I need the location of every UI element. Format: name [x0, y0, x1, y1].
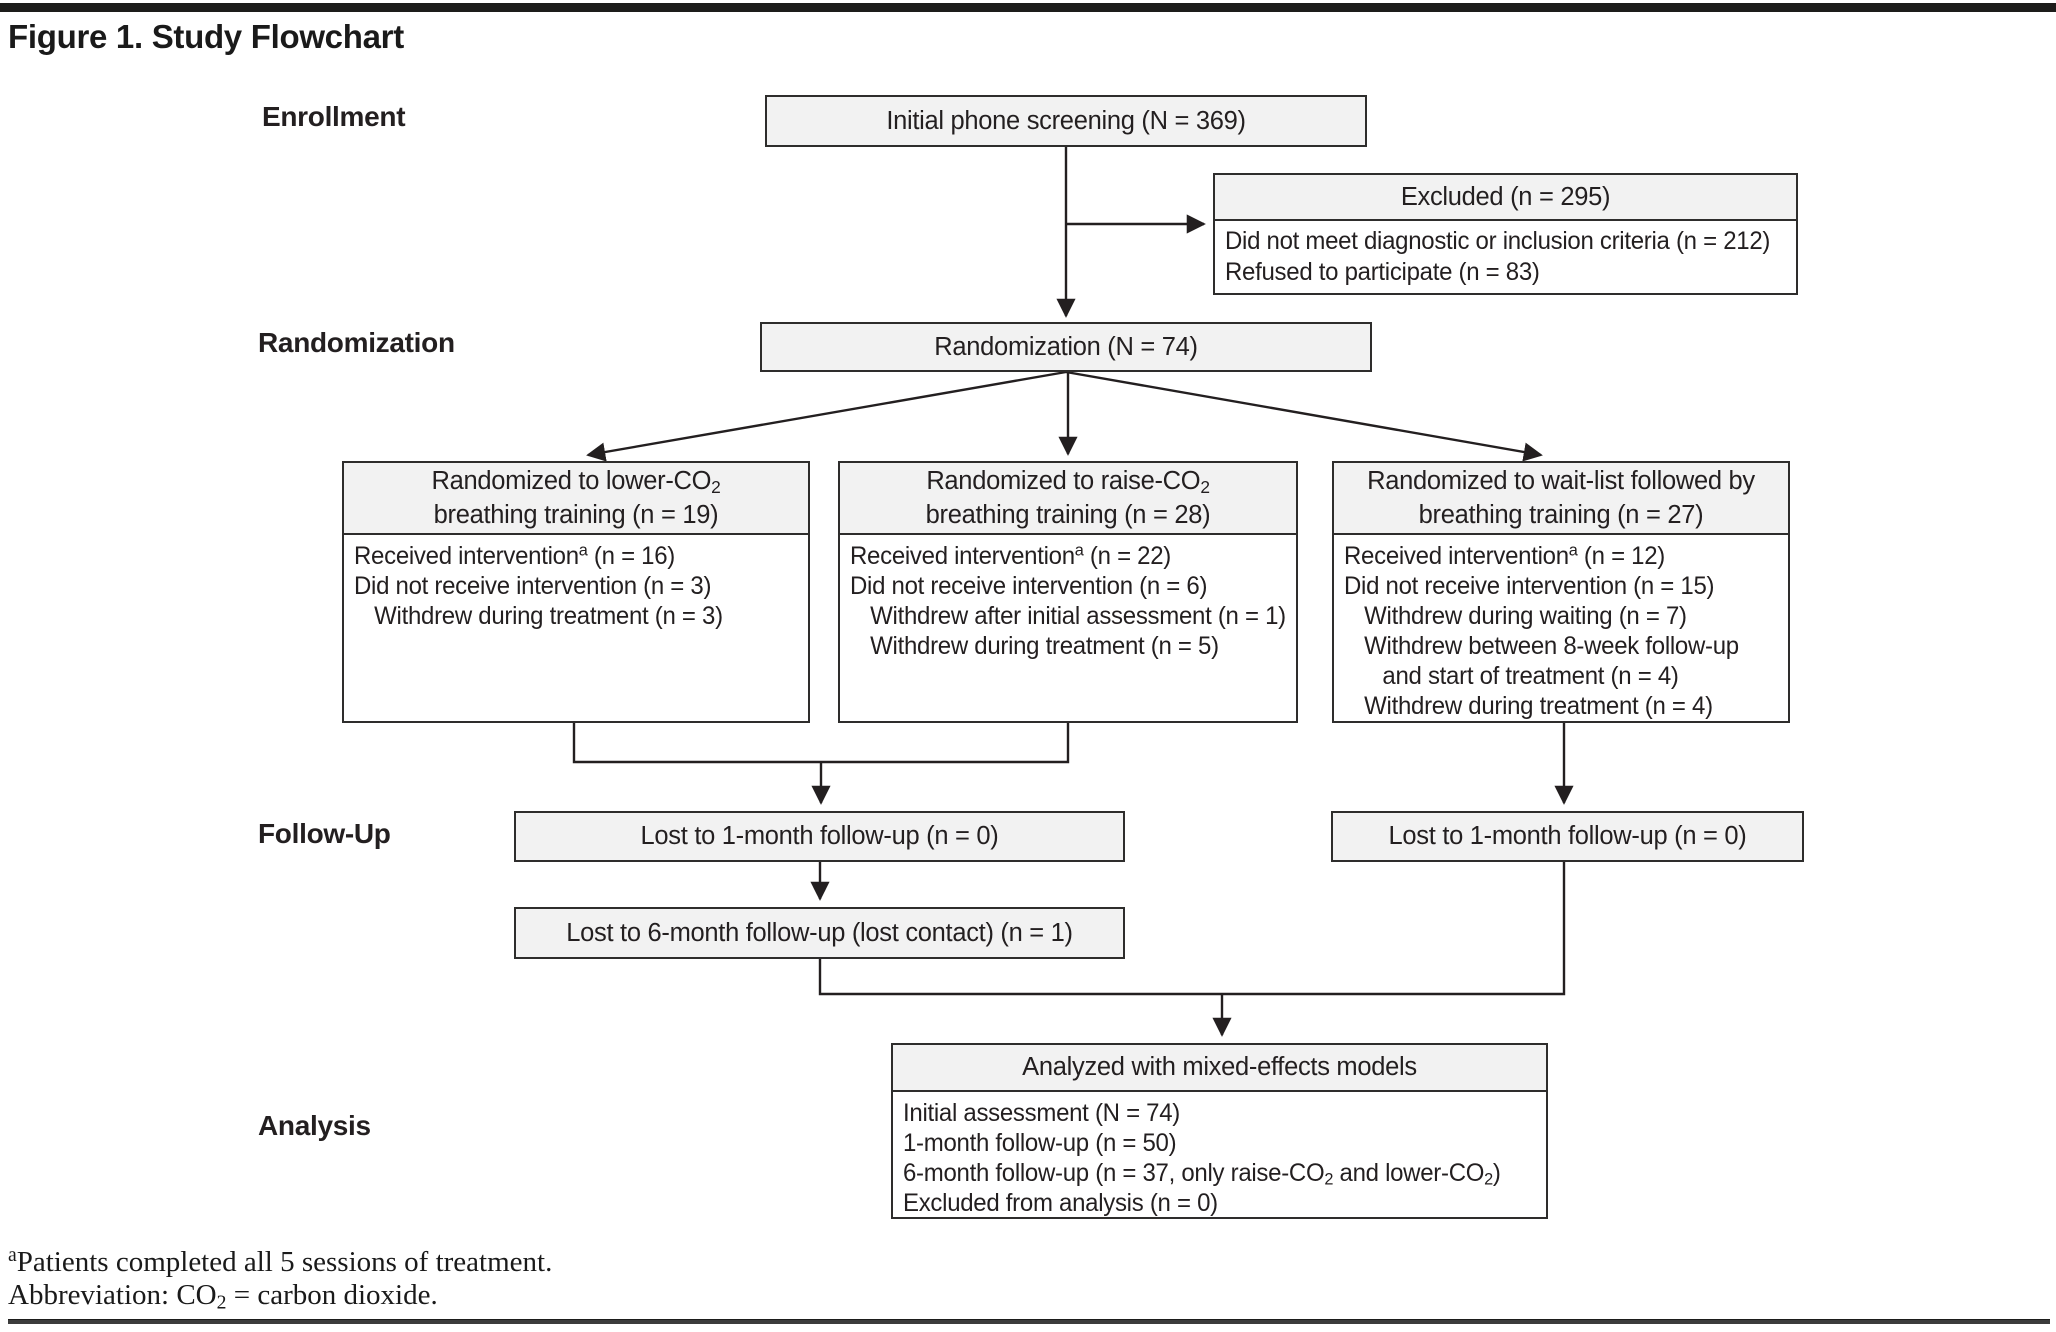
box-lost-1month-left: Lost to 1-month follow-up (n = 0): [514, 811, 1125, 862]
stage-label-analysis: Analysis: [258, 1110, 371, 1141]
detail-line: Did not receive intervention (n = 15): [1344, 571, 1715, 600]
box-title-line: breathing training (n = 28): [925, 500, 1211, 529]
box-lost-6month: Lost to 6-month follow-up (lost contact)…: [514, 907, 1125, 959]
bottom-rule: [8, 1319, 2050, 1324]
box-title-line: Randomized to raise-CO2: [926, 466, 1210, 497]
detail-line: Withdrew after initial assessment (n = 1…: [870, 601, 1286, 630]
detail-line: Excluded from analysis (n = 0): [903, 1188, 1218, 1217]
detail-line: Withdrew during treatment (n = 3): [374, 601, 723, 630]
box-title: Randomization (N = 74): [934, 332, 1198, 361]
detail-line: 1-month follow-up (n = 50): [903, 1128, 1177, 1157]
box-lost-1month-right: Lost to 1-month follow-up (n = 0): [1331, 811, 1804, 862]
detail-line: Initial assessment (N = 74): [903, 1098, 1181, 1127]
box-title: Analyzed with mixed-effects models: [1022, 1053, 1417, 1082]
footnote-sessions: aPatients completed all 5 sessions of tr…: [8, 1244, 553, 1278]
detail-line: 6-month follow-up (n = 37, only raise-CO…: [903, 1158, 1501, 1189]
footnote-abbreviation: Abbreviation: CO2 = carbon dioxide.: [8, 1279, 438, 1314]
detail-line: Withdrew between 8-week follow-up: [1364, 631, 1739, 660]
box-excluded-body: Did not meet diagnostic or inclusion cri…: [1215, 221, 1796, 288]
detail-line: Refused to participate (n = 83): [1225, 257, 1540, 286]
detail-line: Did not receive intervention (n = 3): [354, 571, 712, 600]
stage-label-enrollment: Enrollment: [262, 101, 406, 132]
detail-line: and start of treatment (n = 4): [1382, 661, 1679, 690]
box-title: Initial phone screening (N = 369): [886, 106, 1246, 135]
box-title: Excluded (n = 295): [1400, 182, 1611, 211]
detail-line: Received interventiona (n = 16): [354, 540, 676, 570]
detail-line: Did not meet diagnostic or inclusion cri…: [1225, 226, 1771, 255]
box-title-line: breathing training (n = 19): [433, 500, 719, 529]
detail-line: Did not receive intervention (n = 6): [850, 571, 1208, 600]
detail-line: Received interventiona (n = 12): [1344, 540, 1666, 570]
detail-line: Withdrew during treatment (n = 5): [870, 631, 1219, 660]
box-title: Lost to 1-month follow-up (n = 0): [1388, 822, 1747, 850]
box-analyzed: Analyzed with mixed-effects models Initi…: [891, 1043, 1548, 1219]
box-group-waitlist: Randomized to wait-list followed by brea…: [1332, 461, 1790, 723]
box-group-raise-body: Received interventiona (n = 22) Did not …: [840, 535, 1296, 661]
box-group-lower-header: Randomized to lower-CO2 breathing traini…: [344, 463, 808, 535]
box-excluded-header: Excluded (n = 295): [1215, 175, 1796, 221]
box-analyzed-header: Analyzed with mixed-effects models: [893, 1045, 1546, 1092]
box-title-line: breathing training (n = 27): [1418, 500, 1704, 529]
box-title-line: Randomized to lower-CO2: [431, 466, 721, 497]
box-group-waitlist-body: Received interventiona (n = 12) Did not …: [1334, 535, 1788, 721]
detail-line: Withdrew during treatment (n = 4): [1364, 691, 1713, 720]
top-rule: [0, 3, 2056, 12]
box-title: Lost to 6-month follow-up (lost contact)…: [566, 918, 1073, 947]
box-group-raise-co2: Randomized to raise-CO2 breathing traini…: [838, 461, 1298, 723]
box-group-lower-co2: Randomized to lower-CO2 breathing traini…: [342, 461, 810, 723]
figure-title: Figure 1. Study Flowchart: [8, 18, 404, 55]
box-group-lower-body: Received interventiona (n = 16) Did not …: [344, 535, 808, 631]
box-title: Lost to 1-month follow-up (n = 0): [640, 822, 999, 850]
connector-groups-join: [572, 723, 1070, 764]
detail-line: Withdrew during waiting (n = 7): [1364, 601, 1687, 630]
box-title-line: Randomized to wait-list followed by: [1367, 466, 1755, 495]
box-randomization: Randomization (N = 74): [760, 322, 1372, 372]
stage-label-randomization: Randomization: [258, 327, 455, 358]
box-group-raise-header: Randomized to raise-CO2 breathing traini…: [840, 463, 1296, 535]
stage-label-followup: Follow-Up: [258, 818, 391, 849]
box-group-waitlist-header: Randomized to wait-list followed by brea…: [1334, 463, 1788, 535]
box-analyzed-body: Initial assessment (N = 74) 1-month foll…: [893, 1092, 1546, 1218]
detail-line: Received interventiona (n = 22): [850, 540, 1172, 570]
box-initial-phone-screening: Initial phone screening (N = 369): [765, 95, 1367, 147]
connector-randomization-to-lower: [586, 370, 1067, 462]
connector-randomization-to-waitlist: [1065, 370, 1543, 462]
box-excluded: Excluded (n = 295) Did not meet diagnost…: [1213, 173, 1798, 295]
